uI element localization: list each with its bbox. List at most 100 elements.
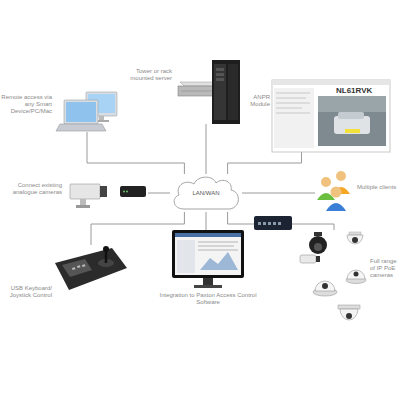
laptop-icon-part — [66, 102, 96, 122]
ip-camera-group-part — [300, 255, 316, 263]
ip-camera-group-part — [315, 281, 335, 291]
network-link — [242, 193, 315, 194]
device-caption: Integration to Paxton Access Control Sof… — [152, 292, 264, 306]
analogue-camera-node: Connect existing analogue cameras — [68, 182, 148, 210]
people-icon-part — [331, 187, 342, 198]
access-control-monitor-part — [175, 233, 241, 275]
poe-switch-icon-part — [258, 222, 261, 225]
ip-camera-group-part — [346, 313, 352, 319]
device-caption: Tower or rack mounted server — [118, 68, 172, 82]
poe-switch-icon-part — [268, 222, 271, 225]
laptop-icon-part — [64, 100, 98, 124]
joystick-keyboard-icon-part — [77, 265, 80, 268]
poe-switch-icon-part — [263, 222, 266, 225]
keyboard-node: USB Keyboard/ Joystick Control — [55, 245, 127, 291]
joystick-keyboard-icon-part — [105, 250, 108, 263]
access-control-monitor-part — [198, 250, 238, 251]
ip-camera-group-part — [322, 283, 328, 289]
ip-camera-node: Full range of IP PoE cameras — [300, 230, 368, 330]
poe-switch-icon-part — [254, 216, 292, 230]
monitor-pc-icon-part — [88, 94, 115, 113]
people-icon-part — [326, 203, 346, 211]
plate-number: NL61RVK — [336, 86, 372, 95]
software-node: Integration to Paxton Access Control Sof… — [170, 230, 246, 288]
device-caption: Multiple clients — [357, 184, 399, 191]
people-icon — [317, 171, 350, 211]
network-link — [228, 152, 302, 174]
joystick-keyboard-icon-part — [103, 246, 109, 252]
clients-node: Multiple clients — [315, 168, 353, 212]
anpr-screenshot-part — [318, 96, 386, 146]
ip-camera-group-part — [314, 232, 322, 236]
network-link — [206, 212, 207, 230]
poe-switch-icon-part — [273, 222, 276, 225]
anpr-screenshot-part — [272, 80, 390, 152]
tower-server-icon — [212, 60, 240, 124]
ip-camera-group-part — [338, 305, 360, 309]
ip-camera-group-part — [347, 235, 363, 244]
monitor-pc-icon-part — [99, 116, 104, 121]
monitor-pc-icon — [86, 92, 117, 122]
people-icon-part — [336, 171, 346, 181]
video-encoder-icon-part — [120, 186, 146, 197]
access-control-monitor — [172, 230, 244, 288]
device-caption: Full range of IP PoE cameras — [370, 258, 400, 279]
rack-server-icon — [178, 82, 218, 96]
network-cloud: LAN/WAN — [170, 174, 242, 212]
video-encoder-icon — [120, 186, 146, 197]
people-icon-part — [321, 177, 331, 187]
joystick-keyboard-icon-part — [72, 267, 75, 270]
rack-server-icon-part — [181, 91, 212, 92]
anpr-screenshot-part — [334, 116, 370, 134]
tower-server-icon-part — [228, 64, 238, 120]
ip-camera-group-part — [340, 309, 358, 320]
remote-access-node: Remote access via any Smart Device/PC/Ma… — [56, 92, 118, 132]
people-icon-part — [332, 187, 350, 194]
access-control-monitor-part — [172, 230, 244, 278]
people-icon-part — [317, 193, 335, 200]
anpr-screenshot-part — [276, 98, 306, 99]
tower-server-icon-part — [212, 60, 240, 124]
network-link — [91, 212, 184, 245]
network-link — [228, 212, 334, 230]
anpr-screenshot-part — [272, 80, 390, 85]
network-link — [206, 124, 207, 174]
tower-server-icon-part — [216, 68, 224, 71]
rack-server-icon-part — [178, 86, 216, 96]
rack-server-icon-part — [180, 82, 218, 86]
joystick-keyboard-icon-part — [98, 259, 114, 267]
anpr-screenshot-part — [276, 103, 310, 104]
cloud-label: LAN/WAN — [170, 190, 242, 197]
device-caption: ANPR Module — [238, 94, 270, 108]
joystick-keyboard-icon-part — [55, 248, 127, 290]
network-link — [87, 132, 184, 174]
joystick-keyboard-icon-part — [62, 259, 92, 277]
laptop-icon — [56, 100, 106, 131]
analogue-camera-icon-part — [80, 199, 86, 205]
ip-camera-group-part — [347, 270, 365, 279]
ip-camera-group-part — [313, 288, 337, 296]
video-encoder-icon-part — [123, 191, 125, 193]
video-encoder-icon-part — [126, 191, 128, 193]
poe-switch-icon-part — [278, 222, 281, 225]
ip-camera-group-part — [352, 237, 358, 243]
anpr-screenshot-part — [345, 129, 360, 133]
ip-camera-group-part — [354, 272, 359, 277]
access-control-monitor-part — [203, 278, 213, 285]
tower-server-icon-part — [216, 73, 224, 76]
analogue-camera-icon — [70, 184, 107, 208]
anpr-screenshot-part — [276, 113, 310, 114]
access-control-monitor-part — [200, 252, 238, 270]
ip-camera-group-part — [346, 277, 366, 284]
access-control-monitor-part — [198, 246, 234, 247]
poe-switch-icon — [254, 216, 292, 230]
device-caption: Remote access via any Smart Device/PC/Ma… — [0, 94, 52, 115]
analogue-camera-icon-part — [70, 184, 100, 199]
analogue-camera-icon-part — [100, 186, 107, 197]
joystick-keyboard-icon-part — [82, 264, 85, 267]
access-control-monitor-part — [198, 242, 238, 243]
monitor-pc-icon-part — [86, 92, 117, 116]
anpr-screenshot — [272, 80, 390, 152]
access-control-monitor-part — [194, 285, 222, 288]
